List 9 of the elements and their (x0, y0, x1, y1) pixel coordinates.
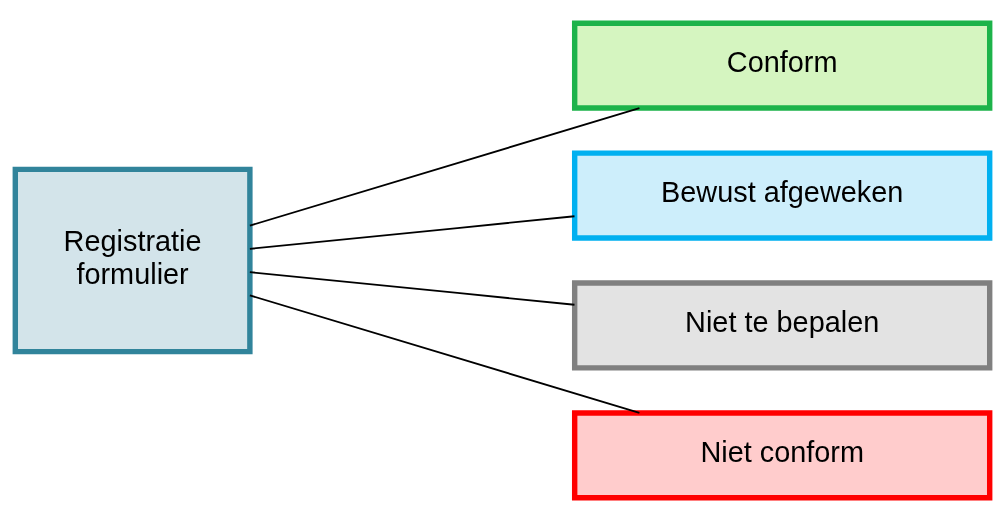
connector (249, 293, 641, 414)
node-box: Niet conform (571, 409, 993, 500)
connector (249, 214, 576, 250)
node-box: Bewust afgeweken (571, 149, 993, 241)
node-box: Conform (571, 20, 993, 111)
node-box: Registratie formulier (12, 166, 253, 354)
connector (249, 106, 641, 227)
node-box: Niet te bepalen (571, 279, 993, 371)
connector (249, 270, 576, 306)
